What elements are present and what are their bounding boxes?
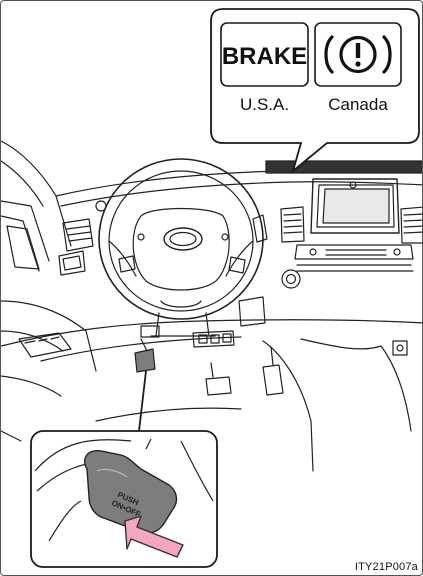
- parking-brake-closeup: PUSH ON•OFF: [31, 371, 217, 567]
- warning-light-callout: BRAKE U.S.A. Canada: [211, 9, 419, 171]
- dashboard-drawing: [1, 141, 423, 471]
- usa-label: U.S.A.: [240, 95, 289, 114]
- closeup-leader-line: [139, 371, 146, 431]
- canada-label: Canada: [328, 95, 388, 114]
- figure-id: ITY21P007a: [355, 561, 418, 573]
- brake-symbol-text: BRAKE: [222, 43, 307, 70]
